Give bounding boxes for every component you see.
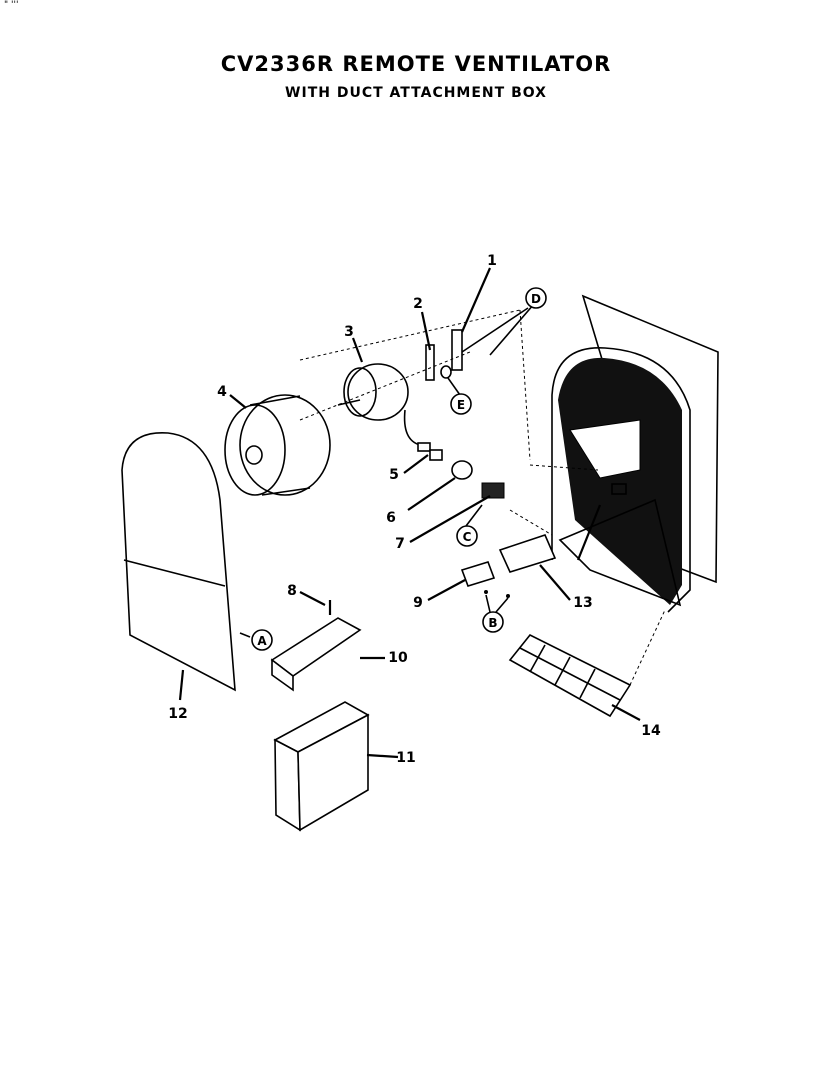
- diagram-title: CV2336R REMOTE VENTILATOR: [220, 52, 612, 76]
- part-label-7: 7: [395, 536, 405, 552]
- callout-d: D: [531, 292, 541, 306]
- part-label-13: 13: [573, 595, 592, 611]
- brackets: [299, 309, 531, 461]
- plates: [460, 534, 557, 598]
- filter-box: [273, 701, 370, 832]
- motor: [337, 363, 431, 452]
- scroll-panel: [121, 432, 236, 692]
- part-label-14: 14: [641, 723, 661, 739]
- filter-holder: [270, 600, 362, 692]
- part-label-10: 10: [388, 650, 408, 666]
- part-label-11: 11: [396, 750, 415, 766]
- callout-b: B: [488, 616, 497, 630]
- part-label-8: 8: [287, 583, 297, 599]
- callout-e: E: [457, 398, 465, 412]
- part-label-5: 5: [389, 467, 399, 483]
- part-number-labels: 1 2 3 4 5 6 7 8 9 10 11 12 13 14: [168, 253, 661, 766]
- part-label-9: 9: [413, 595, 423, 611]
- callout-c: C: [463, 530, 472, 544]
- callout-letters: A B C D E: [251, 287, 547, 651]
- part-label-3: 3: [344, 324, 354, 340]
- grille: [508, 609, 666, 718]
- part-label-2: 2: [413, 296, 423, 312]
- callout-a: A: [257, 634, 267, 648]
- small-parts: [429, 449, 505, 499]
- part-label-12: 12: [168, 706, 187, 722]
- diagram-subtitle: WITH DUCT ATTACHMENT BOX: [285, 85, 547, 101]
- housing-hood: [509, 294, 719, 613]
- corner-mark: " ''': [4, 0, 19, 10]
- part-label-4: 4: [217, 384, 227, 400]
- part-label-1: 1: [487, 253, 497, 269]
- part-label-6: 6: [386, 510, 396, 526]
- leader-lines: [178, 267, 641, 759]
- blower-wheel: [224, 394, 331, 496]
